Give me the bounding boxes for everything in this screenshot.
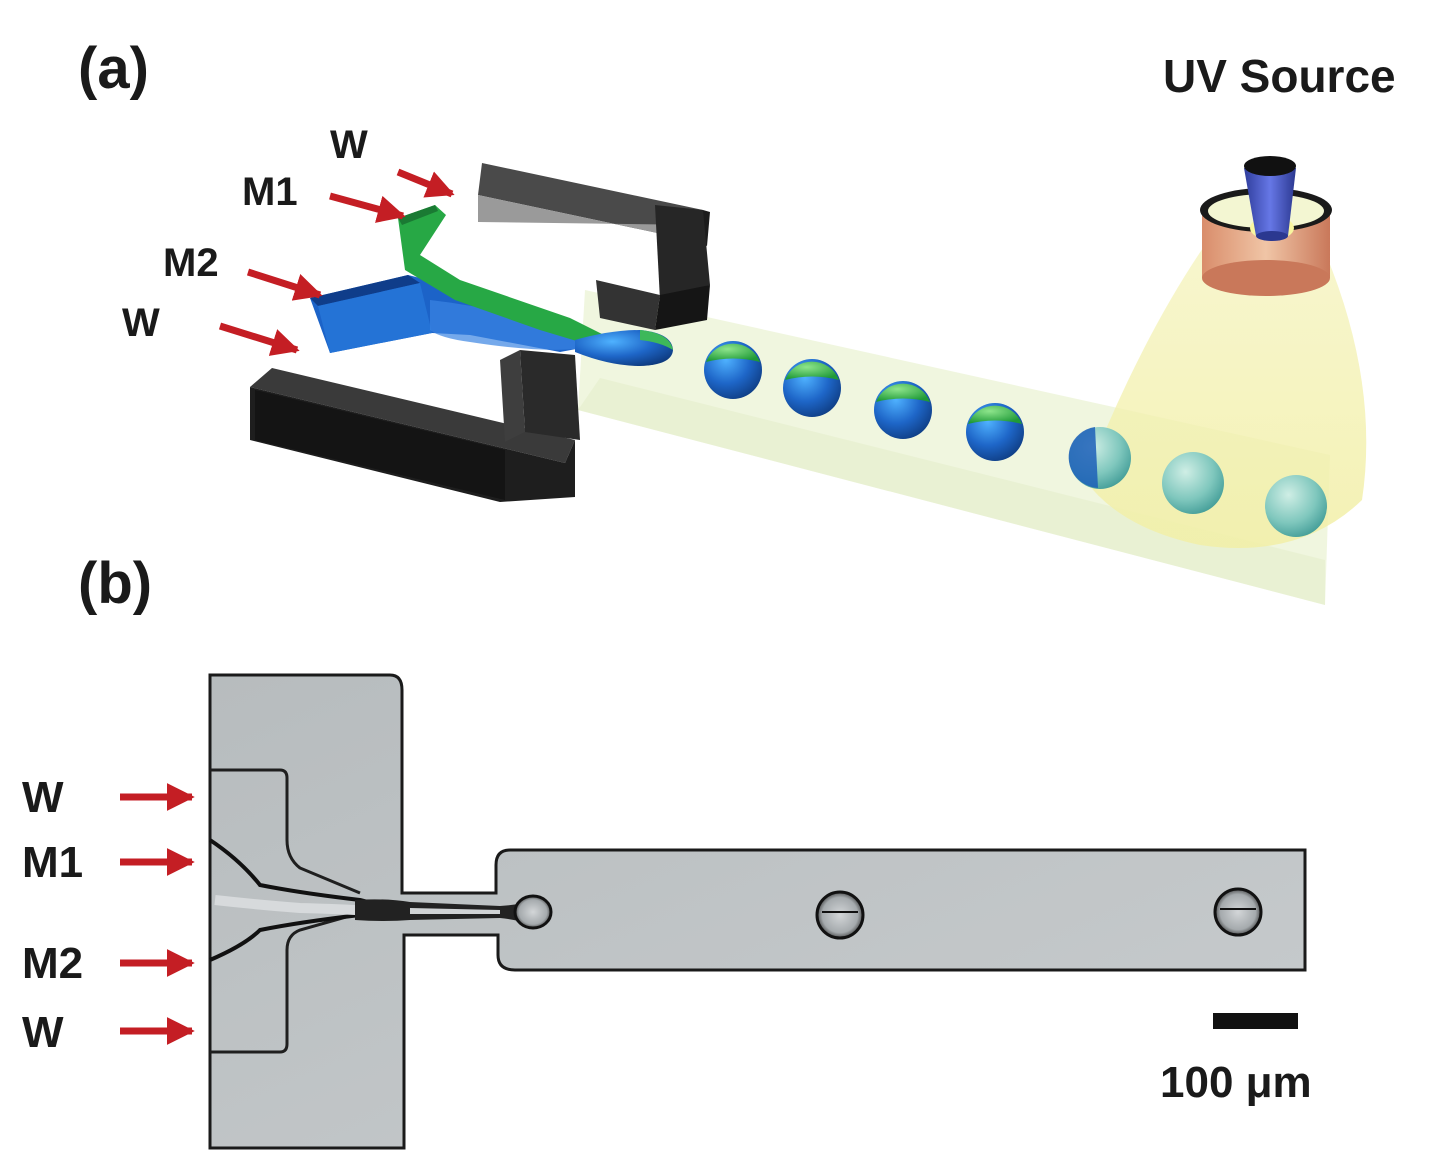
droplet: [966, 403, 1024, 461]
uv-nozzle: [1244, 168, 1296, 236]
scale-bar: [1213, 1013, 1298, 1029]
uv-light-cone: [1085, 245, 1367, 548]
panel-a: (a): [78, 36, 1396, 605]
inlet-b-label-m2: M2: [22, 939, 83, 988]
uv-lamp: [1200, 156, 1332, 296]
inlet-arrows-b: [120, 783, 195, 1045]
janus-droplets: [704, 341, 1024, 461]
m2-phase-channel: [310, 275, 600, 353]
inlet-label-m1: M1: [242, 170, 298, 214]
panel-b-label: (b): [78, 551, 152, 616]
inlet-b-label-w-top: W: [22, 773, 64, 822]
inlet-arrows-a: [218, 168, 455, 356]
channel-wall-bottom: [250, 350, 580, 502]
droplet: [783, 359, 841, 417]
droplet: [704, 341, 762, 399]
droplet-b: [815, 890, 865, 940]
forming-droplet-cap: [640, 330, 673, 350]
cured-droplets: [1068, 427, 1327, 537]
output-channel-shade: [578, 378, 1325, 605]
central-stream: [214, 895, 373, 916]
panel-b: (b): [22, 551, 1312, 1150]
inlet-b-label-w-bottom: W: [22, 1008, 64, 1057]
droplet-b: [1213, 887, 1263, 937]
channel-wall-top: [478, 163, 710, 330]
droplet: [1265, 475, 1327, 537]
arrow-w-bottom: [218, 322, 300, 356]
scale-bar-label: 100 μm: [1160, 1058, 1312, 1107]
arrow-m2: [246, 268, 323, 301]
droplet-pinching: [513, 894, 553, 930]
inlet-label-m2: M2: [163, 241, 219, 285]
uv-source-label: UV Source: [1163, 50, 1396, 102]
m1-phase-channel: [398, 205, 610, 345]
inner-channel-walls: [210, 768, 361, 1054]
inlet-label-w-bottom: W: [122, 301, 160, 345]
arrow-w-top: [396, 168, 455, 198]
chip-outline: [208, 673, 1307, 1150]
droplet: [1162, 452, 1224, 514]
inlet-b-label-m1: M1: [22, 838, 83, 887]
arrow-m1: [329, 192, 406, 223]
panel-a-label: (a): [78, 36, 149, 101]
droplet: [1068, 427, 1131, 489]
micrograph: [208, 673, 1307, 1150]
droplet: [874, 381, 932, 439]
inlet-label-w-top: W: [330, 123, 368, 167]
